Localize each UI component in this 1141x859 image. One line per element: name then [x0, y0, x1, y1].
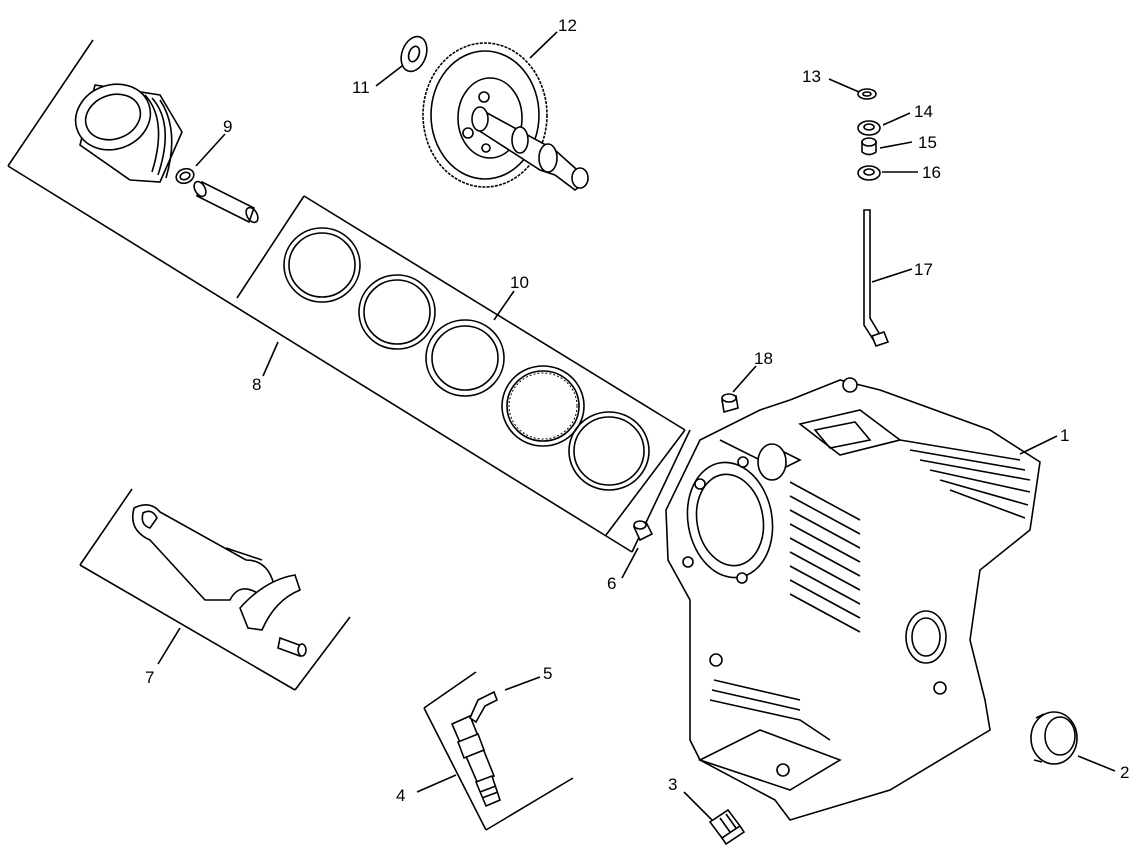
piston-ring-2: [358, 274, 436, 350]
crankcase-part: [665, 377, 1041, 821]
callout-1: 1: [1060, 426, 1069, 445]
callout-6: 6: [607, 574, 616, 593]
callout-16: 16: [922, 163, 941, 182]
group-bracket-4: [423, 671, 574, 831]
leader-lines: [157, 31, 1116, 821]
callout-17: 17: [914, 260, 933, 279]
thrust-washer-part: [400, 35, 428, 73]
callout-10: 10: [510, 273, 529, 292]
washer-part-14: [857, 120, 881, 136]
callout-9: 9: [223, 117, 232, 136]
spacer-part-15: [861, 137, 877, 156]
callout-11: 11: [352, 78, 370, 97]
piston-pin-clip-part: [175, 167, 195, 185]
callout-3: 3: [668, 775, 677, 794]
dowel-pin-part-18: [721, 393, 739, 414]
piston-ring-4: [501, 365, 585, 447]
callout-13: 13: [802, 67, 821, 86]
camshaft-gear-part: [422, 42, 590, 192]
oil-sensor-part: [450, 690, 501, 808]
callout-2: 2: [1120, 763, 1129, 782]
callout-4: 4: [396, 786, 405, 805]
nut-part-13: [857, 88, 877, 100]
dowel-pin-part-6: [632, 520, 654, 542]
callout-15: 15: [918, 133, 937, 152]
piston-part: [74, 83, 183, 183]
oil-seal-part: [1030, 711, 1078, 765]
group-bracket-10: [236, 195, 686, 536]
callout-18: 18: [754, 349, 773, 368]
callout-labels: 1 2 3 4 5 6 7 8 9 10 11 12 13 14 15 16 1…: [145, 16, 1129, 805]
piston-ring-5: [568, 411, 650, 491]
callout-7: 7: [145, 668, 154, 687]
drain-plug-part: [708, 808, 746, 846]
piston-pin-part: [193, 180, 259, 224]
callout-14: 14: [914, 102, 933, 121]
callout-5: 5: [543, 664, 552, 683]
piston-ring-1: [283, 227, 361, 303]
piston-ring-3: [425, 319, 505, 397]
washer-part-16: [857, 165, 881, 181]
connecting-rod-part: [131, 504, 307, 658]
governor-rod-part: [863, 209, 890, 347]
group-bracket-7: [79, 488, 351, 691]
callout-8: 8: [252, 375, 261, 394]
callout-12: 12: [558, 16, 577, 35]
